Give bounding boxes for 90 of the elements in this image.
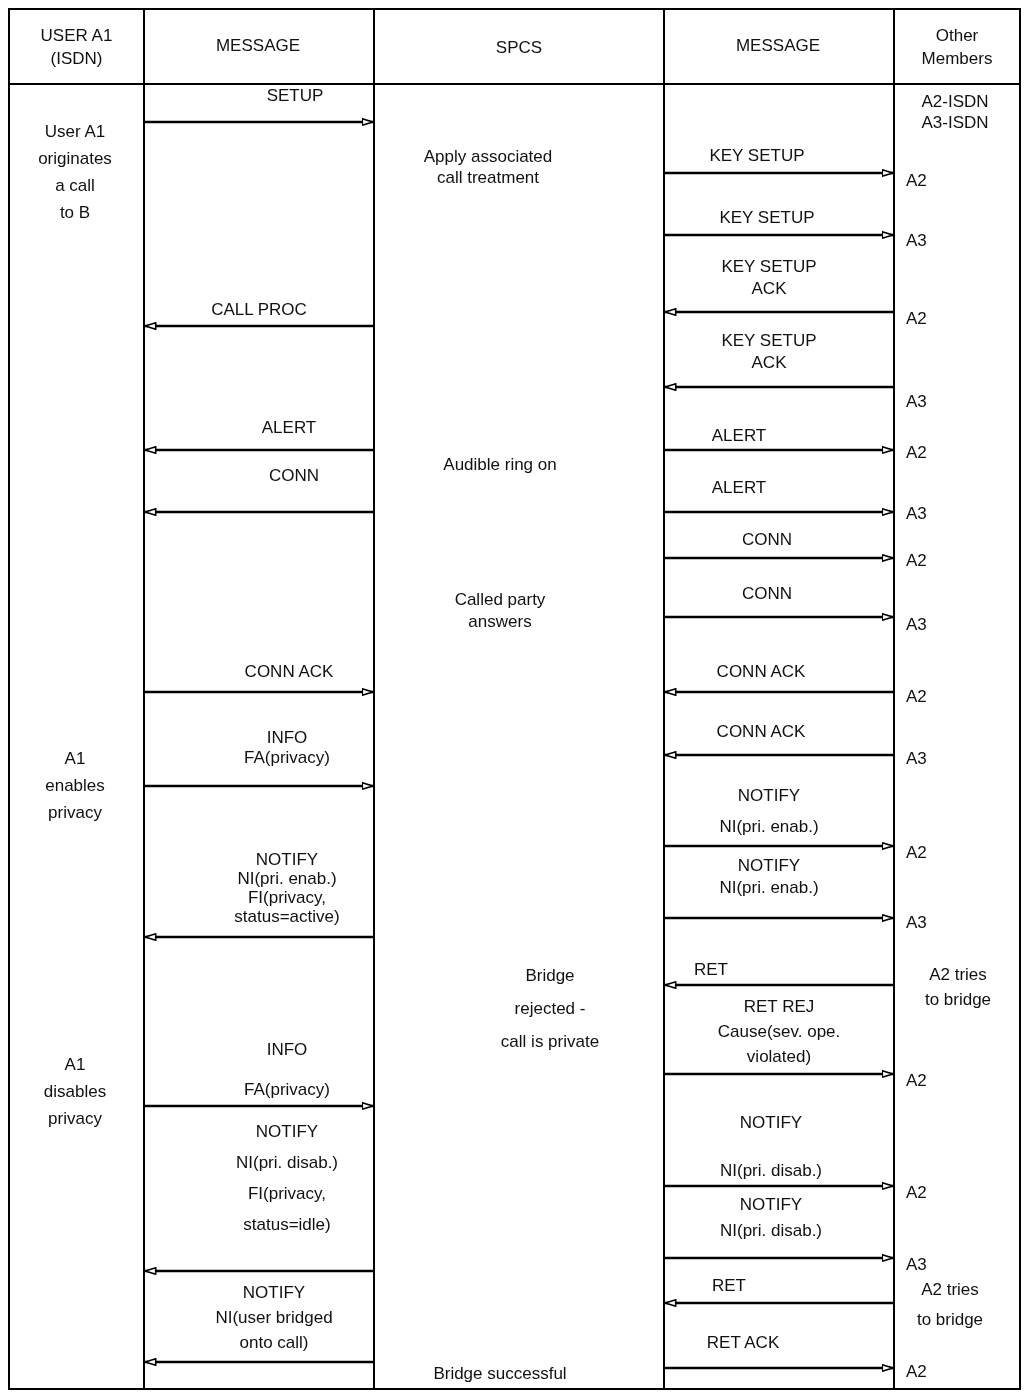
step-note: A2 [906, 443, 927, 463]
step-note: A3 [906, 615, 927, 635]
step-note: A2 [906, 1071, 927, 1091]
step-note: A3-ISDN [921, 113, 989, 133]
message-arrow [144, 1358, 373, 1366]
column-header: USER A1 (ISDN) [39, 25, 114, 70]
step-note: A3 [906, 231, 927, 251]
message-arrow [144, 1267, 373, 1275]
message-arrow [665, 1364, 894, 1372]
message-label: INFO FA(privacy) [244, 1039, 330, 1101]
message-arrow [665, 1182, 894, 1190]
step-note: A2 [906, 309, 927, 329]
step-note: MESSAGE [735, 36, 821, 56]
message-arrow [665, 613, 894, 621]
message-arrow [665, 554, 894, 562]
message-arrow [665, 169, 894, 177]
message-arrow [145, 118, 374, 126]
step-note: Bridge rejected - call is private [500, 965, 600, 1053]
message-label: RET REJ Cause(sev. ope. violated) [717, 996, 841, 1068]
message-label: SETUP [266, 86, 324, 106]
message-label: ALERT [711, 426, 767, 446]
message-label: CONN [268, 466, 320, 486]
message-label: NOTIFY NI(pri. disab.) FI(privacy, status=idle) [236, 1121, 338, 1236]
message-arrow [144, 933, 373, 941]
message-arrow [665, 914, 894, 922]
message-arrow [664, 751, 893, 759]
step-note: A2 [906, 687, 927, 707]
message-label: NOTIFY NI(pri. enab.) [719, 855, 819, 899]
step-note: A3 [906, 913, 927, 933]
step-note: A2 [906, 1183, 927, 1203]
message-label: CONN ACK [244, 662, 334, 682]
message-arrow [664, 981, 893, 989]
message-label: CONN ACK [716, 662, 806, 682]
step-note: A2 tries to bridge [924, 964, 992, 1011]
step-note: A2 [906, 1362, 927, 1382]
message-arrow [665, 508, 894, 516]
message-arrow [665, 1070, 894, 1078]
message-label: KEY SETUP [719, 208, 815, 228]
message-label: NOTIFY NI(pri. enab.) [719, 785, 819, 838]
step-note: A2 [906, 843, 927, 863]
message-arrow [145, 1102, 374, 1110]
step-note: A1 enables privacy [45, 748, 105, 824]
message-label: RET ACK [706, 1333, 780, 1353]
step-note: MESSAGE [215, 36, 301, 56]
message-label: KEY SETUP [709, 146, 805, 166]
message-arrow [664, 383, 893, 391]
message-label: ALERT [711, 478, 767, 498]
message-label: NOTIFY NI(pri. disab.) [720, 1194, 822, 1242]
step-note: A1 disables privacy [43, 1054, 107, 1130]
message-label: CONN ACK [716, 722, 806, 742]
message-arrow [664, 1299, 893, 1307]
message-label: KEY SETUP ACK [721, 330, 817, 374]
message-arrow [665, 446, 894, 454]
message-arrow [145, 782, 374, 790]
message-arrow [665, 231, 894, 239]
message-label: CALL PROC [211, 300, 307, 320]
message-arrow [144, 508, 373, 516]
step-note: Called party answers [454, 589, 546, 633]
step-note: A2-ISDN [921, 92, 989, 112]
step-note: User A1 originates a call to B [38, 121, 112, 224]
step-note: A2 [906, 171, 927, 191]
message-label: NOTIFY NI(pri. enab.) FI(privacy, status=active) [234, 850, 340, 926]
step-note: A2 tries to bridge [916, 1279, 984, 1331]
message-label: KEY SETUP ACK [721, 256, 817, 300]
step-note: Apply associated call treatment [423, 146, 553, 188]
step-note: Bridge successful [433, 1364, 567, 1384]
message-label: INFO FA(privacy) [244, 728, 330, 768]
message-arrow [664, 688, 893, 696]
step-note: A3 [906, 504, 927, 524]
column-header: SPCS [494, 37, 544, 59]
message-label: CONN [741, 584, 793, 604]
message-label: RET [712, 1276, 746, 1296]
step-note: Audible ring on [443, 455, 557, 475]
message-label: CONN [741, 530, 793, 550]
step-note: A3 [906, 749, 927, 769]
lifeline-column [373, 10, 665, 1388]
column-header: Other Members [920, 25, 994, 70]
message-arrow [665, 1254, 894, 1262]
step-note: A3 [906, 1255, 927, 1275]
message-arrow [664, 308, 893, 316]
message-arrow [144, 446, 373, 454]
message-arrow [145, 688, 374, 696]
message-label: NOTIFY NI(pri. disab.) [720, 1112, 822, 1182]
message-label: ALERT [261, 418, 317, 438]
message-label: RET [694, 960, 728, 980]
message-arrow [144, 322, 373, 330]
message-label: NOTIFY NI(user bridged onto call) [215, 1282, 333, 1354]
message-arrow [665, 842, 894, 850]
step-note: A2 [906, 551, 927, 571]
step-note: A3 [906, 392, 927, 412]
